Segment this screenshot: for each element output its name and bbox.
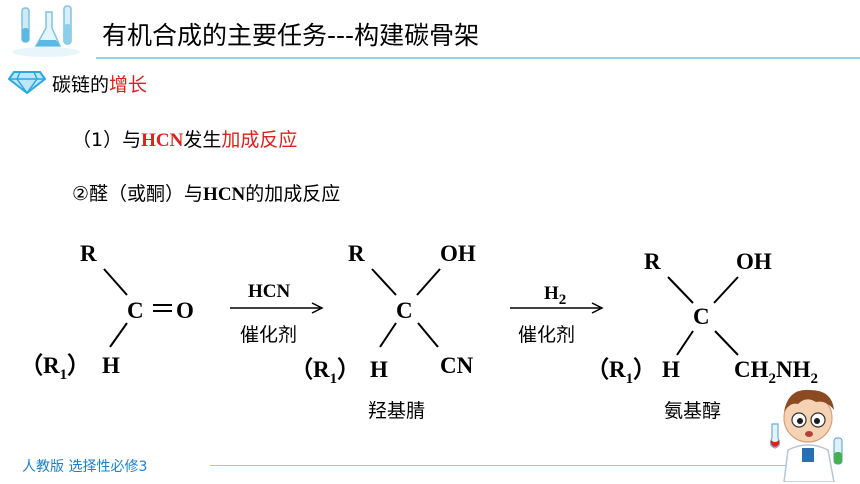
footer-label: 人教版 选择性必修3	[22, 459, 148, 475]
page-title: 有机合成的主要任务---构建碳骨架	[102, 21, 480, 50]
reaction-arrow-1: HCN 催化剂	[230, 281, 324, 346]
reactant-o: O	[176, 298, 194, 323]
product-r1: （R1）	[586, 356, 656, 387]
product-r: R	[644, 249, 661, 274]
product-h: H	[662, 357, 680, 382]
step2-catalyst: 催化剂	[518, 324, 575, 346]
product-c: C	[693, 304, 710, 329]
point-one-reagent: HCN	[141, 130, 184, 151]
intermediate-name: 羟基腈	[368, 400, 425, 422]
scientist-cartoon-icon	[769, 389, 843, 482]
reaction-diagram: R C O （R1） H HCN 催化剂 R OH C （R1） H CN 羟基…	[20, 241, 818, 422]
intermediate-r: R	[348, 241, 365, 266]
step1-catalyst: 催化剂	[240, 324, 297, 346]
point-one-highlight: 加成反应	[221, 129, 298, 151]
point-one-middle: 发生	[183, 129, 222, 151]
reactant-bond-r	[103, 268, 128, 296]
point-one-prefix: （1）与	[72, 129, 142, 151]
reactant-h: H	[102, 353, 120, 378]
intermediate-cn: CN	[440, 353, 474, 378]
point-two-reagent: HCN	[203, 184, 246, 205]
intermediate-c: C	[396, 298, 413, 323]
product-structure: R OH C （R1） H CH2NH2 氨基醇	[586, 249, 818, 422]
step1-reagent: HCN	[248, 281, 291, 302]
reactant-c: C	[127, 298, 144, 323]
point-two-suffix: 的加成反应	[245, 183, 341, 205]
intermediate-structure: R OH C （R1） H CN 羟基腈	[290, 241, 476, 422]
reactant-bond-h	[109, 322, 128, 348]
footer-divider	[210, 465, 786, 466]
step2-reagent: H2	[544, 283, 566, 308]
reactant-r: R	[80, 241, 97, 266]
point-two: ②醛（或酮）与HCN的加成反应	[72, 179, 340, 206]
point-two-prefix: ②醛（或酮）与	[72, 183, 204, 205]
product-oh: OH	[736, 249, 772, 274]
intermediate-h: H	[370, 357, 388, 382]
reactant-r1: （R1）	[20, 352, 90, 383]
diamond-icon	[8, 71, 46, 94]
reaction-arrow-2: H2 催化剂	[510, 283, 604, 346]
section-highlight: 增长	[109, 74, 148, 96]
intermediate-oh: OH	[440, 241, 476, 266]
point-one: （1）与HCN发生加成反应	[72, 125, 297, 152]
section-heading: 碳链的增长	[52, 70, 147, 97]
intermediate-r1: （R1）	[290, 356, 360, 387]
reactant-structure: R C O （R1） H	[20, 241, 194, 383]
lab-glassware-logo	[12, 5, 80, 57]
product-ch2nh2: CH2NH2	[734, 357, 818, 387]
header-divider	[96, 57, 860, 59]
product-name: 氨基醇	[664, 400, 721, 422]
section-prefix: 碳链的	[52, 74, 110, 96]
